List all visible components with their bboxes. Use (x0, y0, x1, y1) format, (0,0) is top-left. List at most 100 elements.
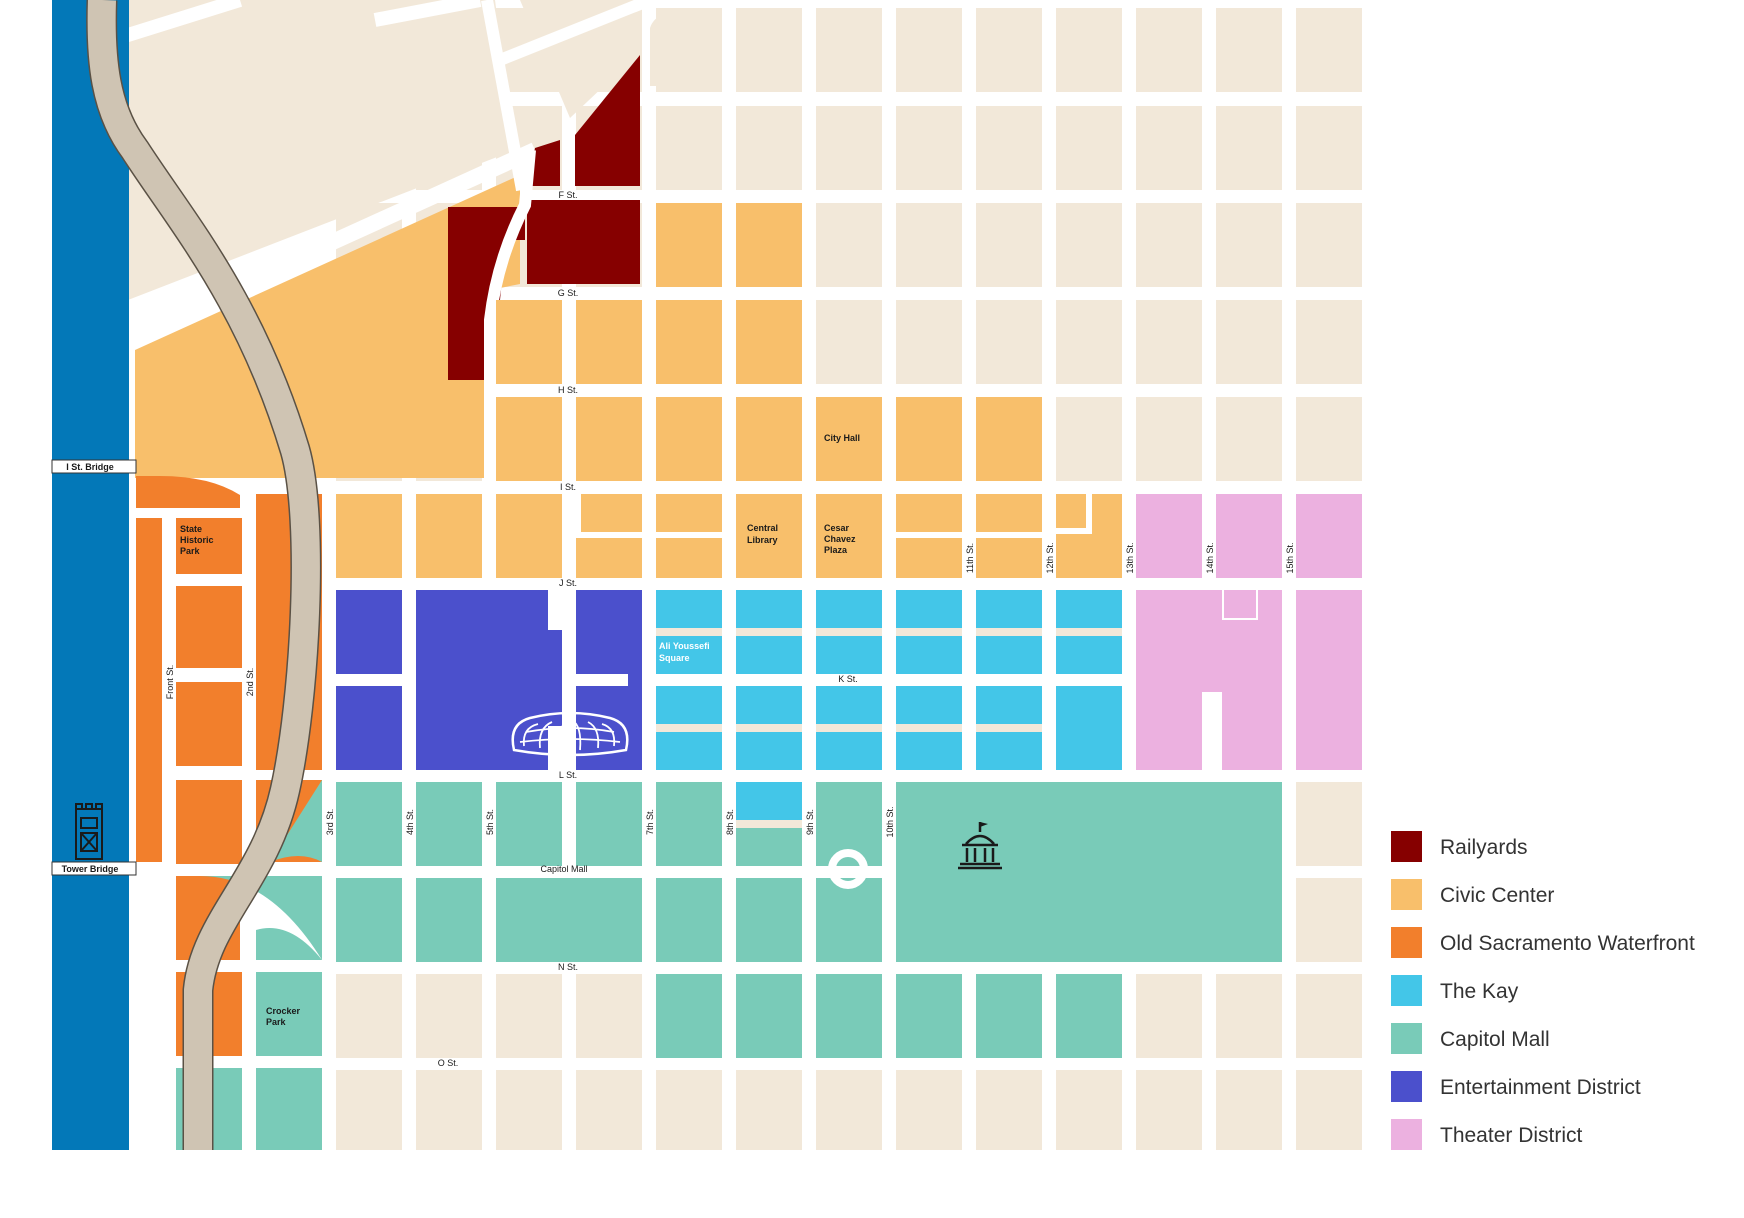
capitol-mall-block (336, 878, 402, 962)
city-block (1216, 203, 1282, 287)
diagonal-road-4 (497, 0, 653, 66)
capitol-mall-wedge-3 (256, 928, 322, 960)
city-block (736, 106, 802, 190)
block-divider (575, 494, 581, 534)
legend-swatch (1391, 1119, 1422, 1150)
civic-center-block (496, 300, 562, 384)
capitol-mall-block (896, 782, 1282, 962)
civic-center-block (976, 397, 1042, 481)
street-label-2nd: 2nd St. (245, 668, 255, 697)
the-kay-block (976, 686, 1042, 724)
theater-street (1202, 692, 1222, 770)
the-kay-block (896, 636, 962, 674)
city-block (1056, 397, 1122, 481)
city-block (1296, 878, 1362, 962)
civic-center-block (496, 397, 562, 481)
the-kay-block (816, 636, 882, 674)
city-block (576, 974, 642, 1058)
diagonal-road (124, 142, 539, 343)
tower-bridge (51, 861, 137, 876)
arena-icon (511, 711, 629, 757)
diagonal-road-2 (109, 0, 243, 47)
freeway-fill (87, 0, 320, 1150)
district-fills (336, 203, 1362, 1058)
city-block (1296, 397, 1362, 481)
street-label-o: O St. (438, 1058, 459, 1068)
city-block (816, 106, 882, 190)
city-block (896, 1070, 962, 1150)
the-kay-block (816, 686, 882, 724)
street-label-15th: 15th St. (1285, 542, 1295, 573)
legend-label: Old Sacramento Waterfront (1440, 932, 1695, 955)
city-block (416, 974, 482, 1058)
landmark-central-library: Central Library (747, 523, 781, 545)
city-block (1056, 8, 1122, 92)
railyards-district-north (575, 55, 640, 186)
theater-block (1296, 590, 1362, 770)
civic-center-wedge (135, 175, 520, 478)
old-sac-block-2 (176, 586, 242, 668)
city-block (1296, 8, 1362, 92)
the-kay-block (1056, 636, 1122, 674)
street-label-12th: 12th St. (1045, 542, 1055, 573)
the-kay-block (1056, 590, 1122, 628)
capitol-mall-block (1056, 974, 1122, 1058)
street-label-7th: 7th St. (645, 809, 655, 835)
capitol-mall-block (896, 974, 962, 1058)
city-block (656, 1070, 722, 1150)
street-k-gap (336, 674, 402, 686)
theater-block (1216, 494, 1282, 578)
capitol-mall-block (736, 828, 802, 866)
legend-swatch (1391, 975, 1422, 1006)
the-kay-block (976, 590, 1042, 628)
city-block (1136, 1070, 1202, 1150)
street-label-3rd: 3rd St. (325, 809, 335, 836)
the-kay-block (896, 686, 962, 724)
diagonal-road-5 (481, 0, 528, 192)
theater-block (1136, 494, 1202, 578)
civic-center-block (736, 300, 802, 384)
legend-swatch (1391, 1071, 1422, 1102)
city-block (816, 1070, 882, 1150)
block-divider (896, 532, 962, 538)
block-divider (1086, 494, 1092, 534)
street-label-l: L St. (559, 770, 577, 780)
street-label-4th: 4th St. (405, 809, 415, 835)
capitol-mall-block (416, 878, 482, 962)
the-kay-block (736, 686, 802, 724)
city-block (1136, 106, 1202, 190)
capitol-mall-block (816, 974, 882, 1058)
street-label-8th: 8th St. (725, 809, 735, 835)
city-block (1216, 300, 1282, 384)
city-block (1136, 203, 1202, 287)
capitol-building-icon (958, 822, 1002, 870)
legend-swatch (1391, 831, 1422, 862)
city-block (1136, 300, 1202, 384)
the-kay-block (816, 732, 882, 770)
city-block (1056, 106, 1122, 190)
city-block (1296, 203, 1362, 287)
city-block (976, 8, 1042, 92)
city-block (896, 300, 962, 384)
bridge-label-i-st: I St. Bridge (66, 462, 114, 472)
street-label-f: F St. (558, 190, 577, 200)
civic-center-block (896, 397, 962, 481)
city-block (736, 8, 802, 92)
bridge-label-tower: Tower Bridge (62, 864, 119, 874)
legend-label: Theater District (1440, 1124, 1583, 1147)
city-block (1056, 203, 1122, 287)
city-block (416, 1070, 482, 1150)
the-kay-block (736, 782, 802, 820)
landmark-labels: State Historic Park City Hall Central Li… (180, 433, 860, 1027)
city-block (656, 106, 722, 190)
the-kay-block (736, 636, 802, 674)
city-block (1056, 300, 1122, 384)
old-sac-west-strip (136, 518, 162, 862)
the-kay-block (976, 636, 1042, 674)
city-block (976, 300, 1042, 384)
street-label-front: Front St. (165, 665, 175, 700)
block-divider (656, 532, 722, 538)
civic-center-block (816, 494, 882, 578)
street-label-9th: 9th St. (805, 809, 815, 835)
